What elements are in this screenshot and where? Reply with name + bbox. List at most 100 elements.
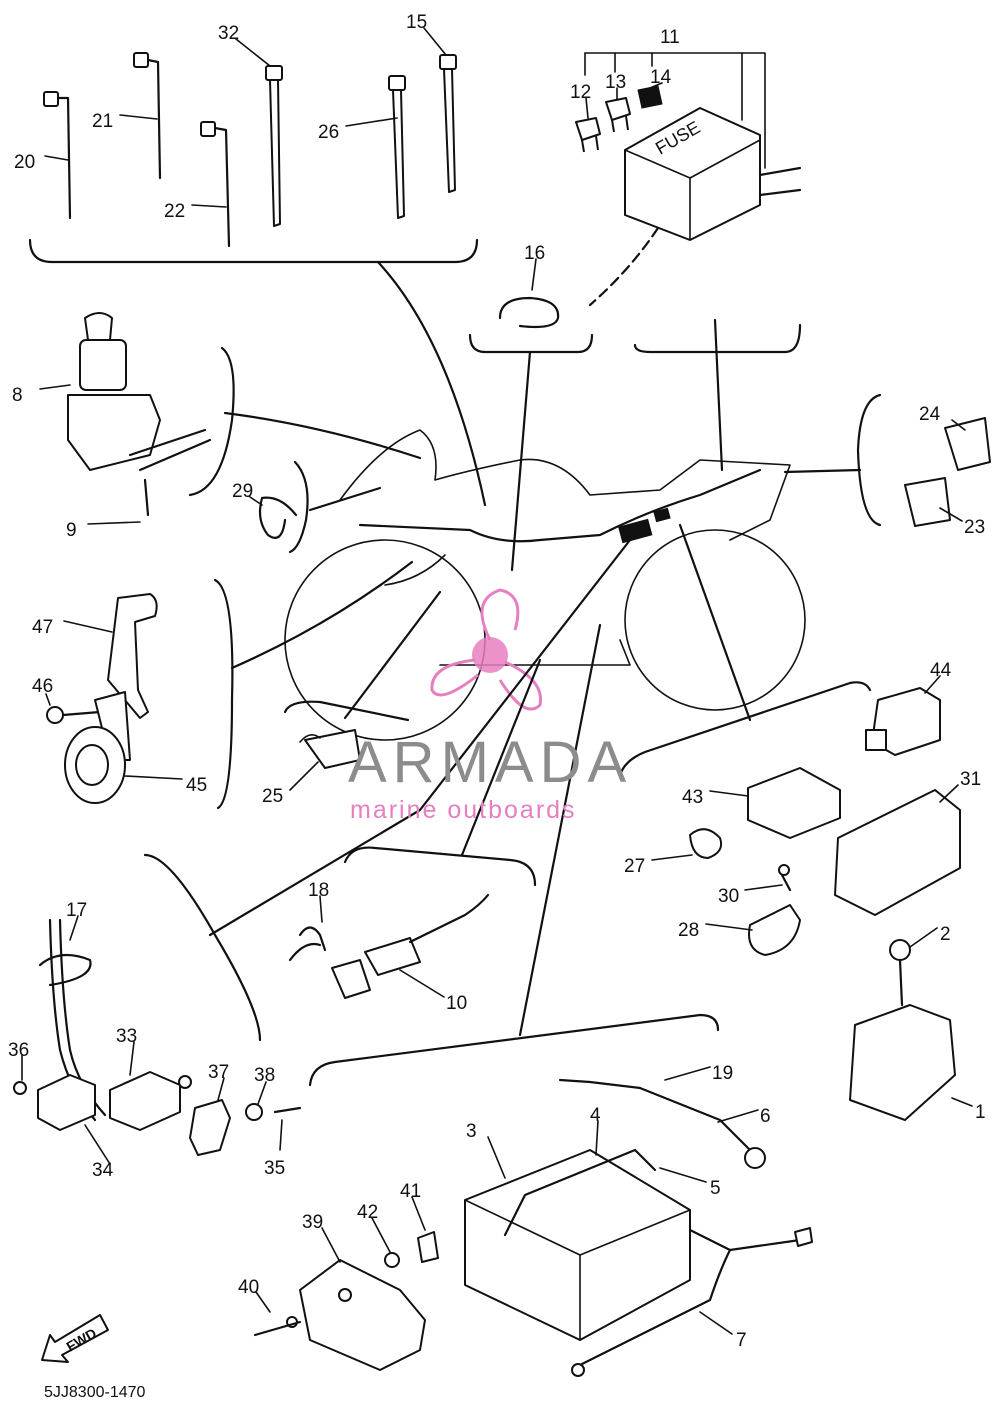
callout-16: 16 — [524, 243, 545, 264]
callout-leader-15 — [423, 27, 447, 56]
callout-6: 6 — [760, 1106, 771, 1127]
callout-leader-44 — [924, 675, 941, 694]
callout-32: 32 — [218, 23, 239, 44]
callout-leader-6 — [717, 1109, 759, 1123]
callout-leader-10 — [399, 969, 445, 998]
callout-17: 17 — [66, 900, 87, 921]
callout-leader-1 — [951, 1097, 973, 1107]
callout-leader-2 — [909, 927, 938, 948]
callout-leader-41 — [411, 1196, 426, 1231]
callout-18: 18 — [308, 880, 329, 901]
callout-7: 7 — [736, 1330, 747, 1351]
watermark-tagline: marine outboards — [350, 796, 577, 824]
watermark-logo — [430, 588, 543, 711]
callout-11: 11 — [660, 27, 680, 48]
callout-leader-14 — [649, 82, 663, 89]
sensor-group — [288, 893, 490, 999]
callout-26: 26 — [318, 122, 339, 143]
motorcycle-outline — [284, 429, 806, 741]
callout-27: 27 — [624, 856, 645, 877]
callout-2: 2 — [940, 924, 951, 945]
callout-15: 15 — [406, 12, 427, 33]
callout-29: 29 — [232, 481, 253, 502]
callout-leader-45 — [124, 775, 183, 780]
callout-25: 25 — [262, 786, 283, 807]
callout-leader-43 — [709, 790, 749, 797]
callout-leader-5 — [659, 1167, 707, 1183]
callout-36: 36 — [8, 1040, 29, 1061]
callout-35: 35 — [264, 1158, 285, 1179]
callout-38: 38 — [254, 1065, 275, 1086]
callout-leader-24 — [951, 419, 966, 431]
callout-leader-35 — [279, 1119, 283, 1151]
callout-20: 20 — [14, 152, 35, 173]
callout-46: 46 — [32, 676, 53, 697]
callout-1: 1 — [975, 1102, 986, 1123]
callout-leader-9 — [87, 521, 141, 525]
sidestand-switch-group — [13, 918, 302, 1156]
callout-leader-46 — [45, 693, 51, 706]
watermark-brand: ARMADA — [348, 730, 632, 795]
callout-22: 22 — [164, 201, 185, 222]
callout-13: 13 — [605, 72, 626, 93]
callout-5: 5 — [710, 1178, 721, 1199]
callout-leader-29 — [249, 496, 263, 506]
horn-group — [46, 560, 414, 810]
callout-21: 21 — [92, 111, 113, 132]
callout-leader-7 — [699, 1311, 733, 1335]
clip-29-group — [258, 460, 382, 554]
callout-leader-3 — [487, 1136, 506, 1179]
callout-41: 41 — [400, 1181, 421, 1202]
callout-leader-22 — [191, 204, 227, 208]
callout-leader-31 — [939, 784, 959, 803]
callout-leader-17 — [69, 915, 79, 941]
clips-23-24-group — [783, 393, 991, 527]
callout-leader-12 — [585, 97, 589, 119]
cable-ties-group — [28, 52, 487, 507]
callout-12: 12 — [570, 82, 591, 103]
callout-42: 42 — [357, 1202, 378, 1223]
callout-leader-32 — [235, 38, 271, 67]
callout-39: 39 — [302, 1212, 323, 1233]
callout-leader-37 — [217, 1077, 225, 1101]
callout-44: 44 — [930, 660, 952, 681]
callout-45: 45 — [186, 775, 207, 796]
fwd-arrow-icon: FWD — [41, 1314, 109, 1363]
callout-9: 9 — [66, 520, 77, 541]
callout-30: 30 — [718, 886, 739, 907]
callout-leader-20 — [44, 155, 69, 161]
callout-34: 34 — [92, 1160, 114, 1181]
callout-leader-8 — [39, 384, 71, 390]
callout-leader-4 — [595, 1120, 599, 1156]
callout-leader-38 — [257, 1081, 267, 1105]
callout-leader-30 — [744, 884, 783, 891]
callout-leader-25 — [289, 761, 319, 791]
drawing-code: 5JJ8300-1470 — [44, 1384, 146, 1401]
callout-24: 24 — [919, 404, 941, 425]
callout-leader-16 — [531, 258, 537, 291]
rectifier-group — [253, 1231, 439, 1371]
clamp-25-group — [283, 590, 442, 769]
clip-16-group — [468, 296, 594, 572]
relay-group — [689, 687, 961, 1121]
callout-10: 10 — [446, 993, 467, 1014]
callout-47: 47 — [32, 617, 53, 638]
battery-group — [464, 1078, 813, 1377]
callout-3: 3 — [466, 1121, 477, 1142]
callout-leader-39 — [321, 1227, 341, 1263]
callout-8: 8 — [12, 385, 23, 406]
callout-leader-18 — [319, 895, 323, 923]
callout-leader-34 — [84, 1124, 111, 1165]
callout-43: 43 — [682, 787, 703, 808]
fuse-box-group — [575, 52, 802, 472]
callout-19: 19 — [712, 1063, 733, 1084]
callout-leader-33 — [129, 1041, 135, 1076]
callout-23: 23 — [964, 517, 985, 538]
callout-4: 4 — [590, 1105, 601, 1126]
callout-leader-23 — [939, 507, 963, 522]
callout-leader-19 — [664, 1066, 711, 1081]
callout-leader-21 — [119, 114, 158, 120]
callout-leader-27 — [651, 854, 693, 861]
